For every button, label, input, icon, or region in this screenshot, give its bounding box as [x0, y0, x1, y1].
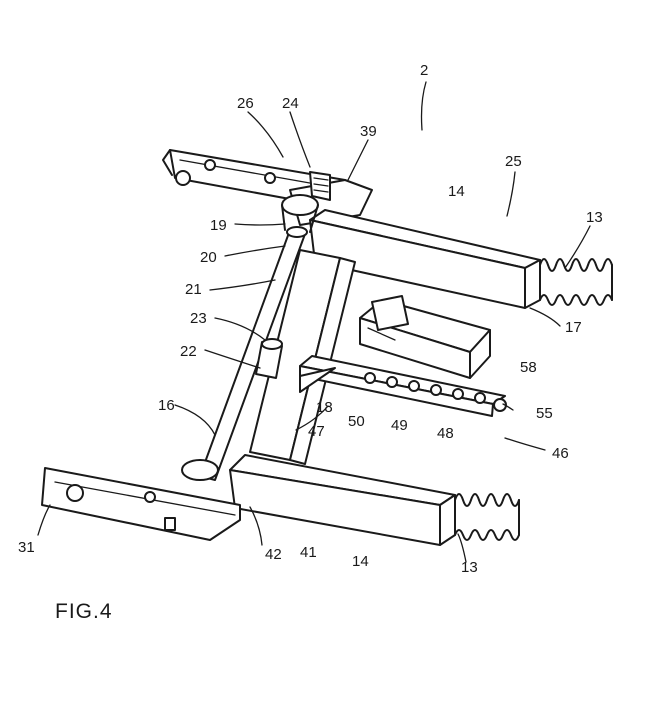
label-55: 55: [536, 405, 553, 422]
reference-labels: 2 26 24 39 25 14 13 19 20 21 17 23 22 58…: [18, 62, 603, 576]
label-14-upper: 14: [448, 183, 465, 200]
label-16: 16: [158, 397, 175, 414]
label-17: 17: [565, 319, 582, 336]
label-13-upper: 13: [586, 209, 603, 226]
label-18: 18: [316, 399, 333, 416]
label-19: 19: [210, 217, 227, 234]
label-39: 39: [360, 123, 377, 140]
label-42: 42: [265, 546, 282, 563]
lower-tube: [229, 454, 456, 546]
label-49: 49: [391, 417, 408, 434]
shaft: [199, 194, 319, 481]
upper-tube: [309, 209, 541, 309]
cam: [255, 338, 283, 379]
lower-spring: [454, 493, 520, 541]
label-31: 31: [18, 539, 35, 556]
label-13-lower: 13: [461, 559, 478, 576]
label-21: 21: [185, 281, 202, 298]
label-46: 46: [552, 445, 569, 462]
figure-caption: FIG.4: [55, 600, 113, 623]
label-58: 58: [520, 359, 537, 376]
label-2: 2: [420, 62, 428, 79]
label-47: 47: [308, 423, 325, 440]
upper-spring: [539, 258, 613, 306]
leader-lines: [37, 81, 591, 563]
label-20: 20: [200, 249, 217, 266]
label-50: 50: [348, 413, 365, 430]
label-22: 22: [180, 343, 197, 360]
lower-arm: [41, 459, 241, 541]
label-25: 25: [505, 153, 522, 170]
label-48: 48: [437, 425, 454, 442]
label-26: 26: [237, 95, 254, 112]
label-14-lower: 14: [352, 553, 369, 570]
bracket: [299, 367, 336, 393]
label-23: 23: [190, 310, 207, 327]
housing: [359, 295, 491, 379]
label-24: 24: [282, 95, 299, 112]
label-41: 41: [300, 544, 317, 561]
plate: [299, 355, 507, 417]
